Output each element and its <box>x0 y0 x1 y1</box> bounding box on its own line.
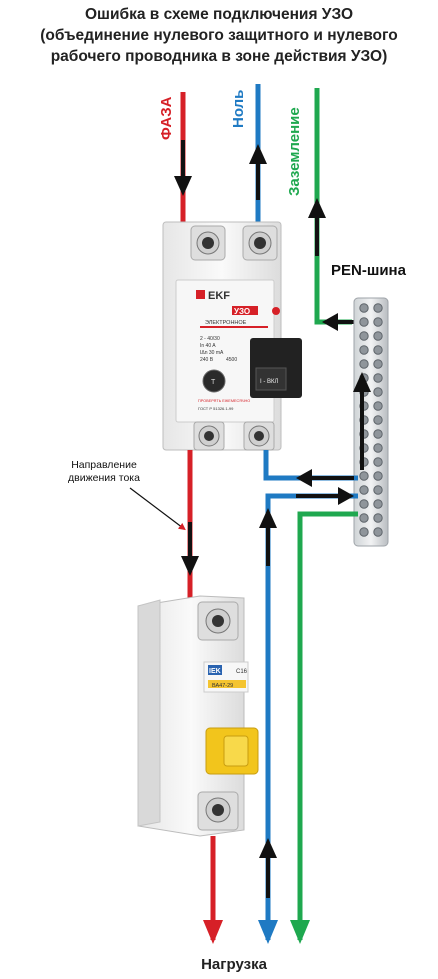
pen-bus-screw <box>359 345 369 355</box>
pen-bus-screw <box>373 513 383 523</box>
title-line-2: (объединение нулевого защитного и нулево… <box>40 27 398 44</box>
ground-label: Заземление <box>286 107 303 196</box>
pen-bus-screw <box>373 443 383 453</box>
pen-bus-screw <box>359 513 369 523</box>
pen-bus-screw <box>359 499 369 509</box>
rcd-type: УЗО <box>234 307 250 316</box>
pen-bus-screw <box>359 317 369 327</box>
rcd-brand: EKF <box>208 290 230 302</box>
phase-label: ФАЗА <box>158 96 175 141</box>
pen-bus-label: PEN-шина <box>331 262 406 279</box>
breaker-brand: IEK <box>209 668 221 675</box>
ground-wire-top <box>314 88 352 325</box>
ground-arrow-up <box>308 198 326 256</box>
rcd-standard: ГОСТ Р 51326.1-99 <box>198 406 234 411</box>
rcd-test-text: ПРОВЕРЯТЬ ЕЖЕМЕСЯЧНО <box>198 399 250 403</box>
rcd-switch-text: I - ВКЛ <box>260 379 278 385</box>
rcd-spec-1: 2 - 40/30 <box>200 336 220 342</box>
pen-bus-screw <box>359 485 369 495</box>
rcd-to-breaker-arrow <box>181 522 199 576</box>
pen-bus-screw <box>359 331 369 341</box>
pen-bus-screw <box>373 373 383 383</box>
pen-bus-screw <box>373 387 383 397</box>
current-direction-annotation: Направление движения тока <box>48 459 160 485</box>
rcd-test-button-label: T <box>211 379 216 386</box>
rcd-spec-4: 240 В <box>200 357 214 363</box>
phase-arrow-down <box>174 140 192 196</box>
rcd-spec-5: 4500 <box>226 357 237 363</box>
annotation-pointer <box>129 487 186 531</box>
pen-bus-screw <box>373 527 383 537</box>
annotation-line-1: Направление <box>71 459 137 471</box>
pen-bus-screw <box>373 499 383 509</box>
pen-bus-screw <box>373 415 383 425</box>
rcd-subtitle: ЭЛЕКТРОННОЕ <box>205 320 247 326</box>
ground-load-arrowhead <box>290 920 310 944</box>
rcd-spec-2: In 40 A <box>200 343 216 349</box>
neutral-wire-load-from-pen <box>265 493 358 940</box>
pen-bus-screw <box>373 345 383 355</box>
pen-bus-screw <box>373 457 383 467</box>
rcd-spec-3: IΔn 30 mA <box>200 350 224 356</box>
pen-bus-screw <box>373 429 383 439</box>
pen-bus-screw <box>359 527 369 537</box>
pen-bus-screw <box>359 359 369 369</box>
pen-bus-screw <box>359 471 369 481</box>
pen-bus-screw <box>359 303 369 313</box>
load-label: Нагрузка <box>201 956 267 973</box>
neutral-arrow-up <box>249 144 267 200</box>
pen-bus-screw <box>373 471 383 481</box>
title-line-1: Ошибка в схеме подключения УЗО <box>84 6 354 23</box>
breaker-model: ВА47-29 <box>212 683 233 689</box>
pen-bus-screw <box>373 359 383 369</box>
title-line-3: рабочего проводника в зоне действия УЗО) <box>50 48 388 65</box>
circuit-breaker <box>137 595 259 837</box>
neutral-load-arrowhead <box>258 920 278 944</box>
pen-bus-screw <box>373 317 383 327</box>
neutral-label: Ноль <box>230 89 247 128</box>
pen-bus-screw <box>373 303 383 313</box>
diagram-title: Ошибка в схеме подключения УЗО (объедине… <box>0 4 438 67</box>
ground-wire-load-from-pen <box>297 511 358 940</box>
pen-bus <box>353 297 389 547</box>
pen-bus-arrow <box>353 372 371 470</box>
neutral-load-arrow-mid <box>259 508 277 566</box>
pen-arrow-1 <box>296 469 354 487</box>
neutral-load-arrow-bottom <box>259 838 277 898</box>
annotation-line-2: движения тока <box>68 472 140 484</box>
pen-bus-screw <box>373 485 383 495</box>
rcd-device <box>162 221 302 451</box>
phase-load-arrowhead <box>203 920 223 944</box>
breaker-rating: C16 <box>236 669 248 675</box>
pen-arrow-2 <box>296 487 354 505</box>
pen-bus-screw <box>373 401 383 411</box>
pen-bus-screw <box>373 331 383 341</box>
